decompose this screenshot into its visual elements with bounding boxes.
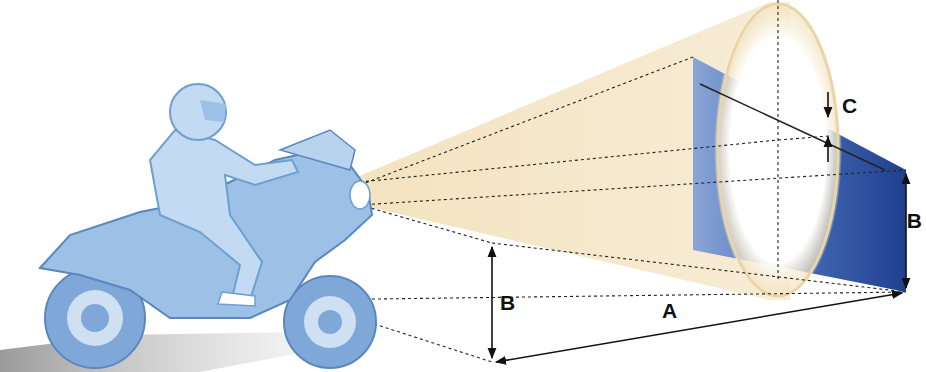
dimension-label: A xyxy=(662,300,677,321)
dimension-label: B xyxy=(907,210,922,231)
motorcycle-illustration xyxy=(40,84,376,368)
cutoff-line xyxy=(700,84,885,170)
construction-lines xyxy=(300,0,906,362)
dimension-arrows xyxy=(492,92,906,362)
light-spot xyxy=(714,0,842,300)
dimension-label: C xyxy=(842,95,857,116)
dimension-label: B xyxy=(500,292,515,313)
